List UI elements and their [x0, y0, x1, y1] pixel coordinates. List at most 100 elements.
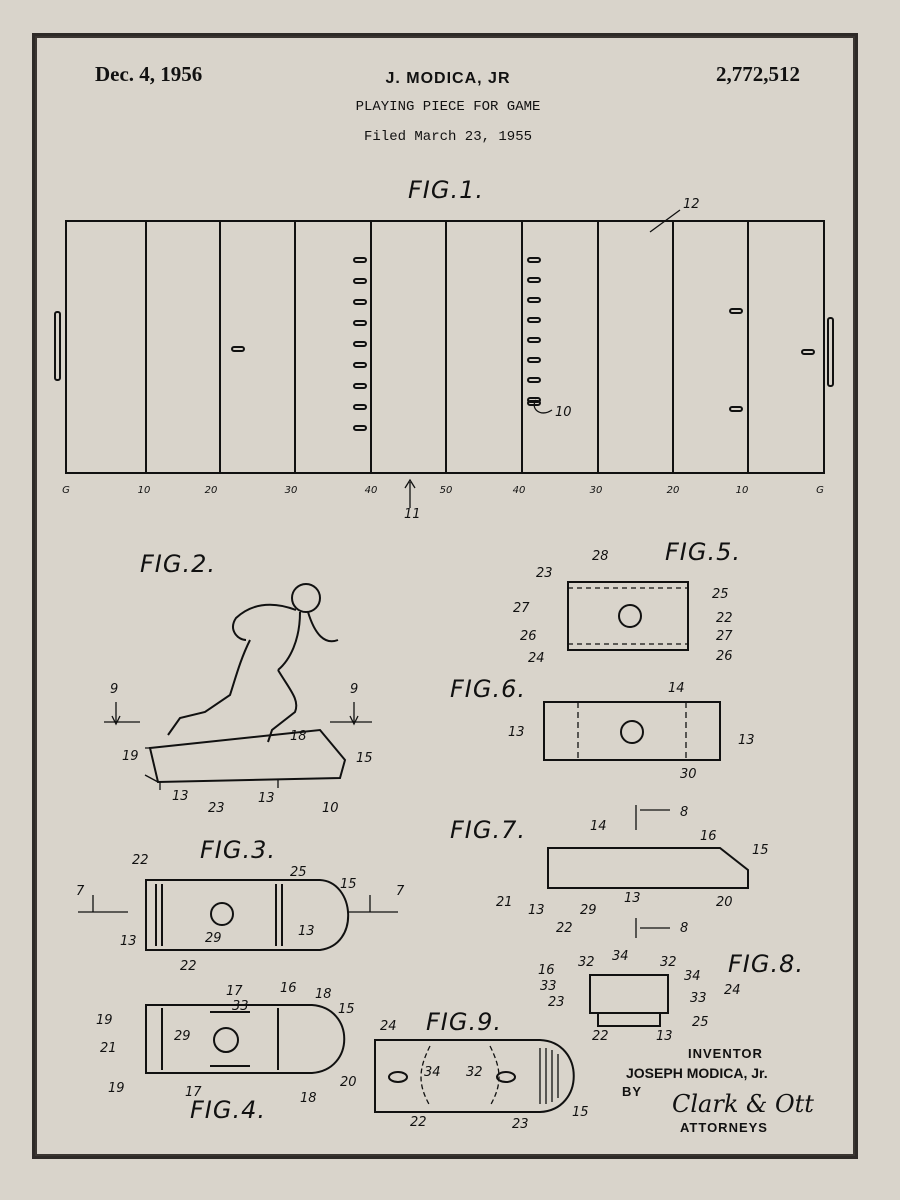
- svg-text:20: 20: [716, 895, 733, 910]
- svg-text:13: 13: [120, 934, 137, 949]
- svg-text:27: 27: [513, 601, 530, 616]
- svg-text:16: 16: [538, 963, 555, 978]
- player-marker: [527, 317, 541, 323]
- svg-text:21: 21: [100, 1041, 117, 1056]
- svg-text:13: 13: [738, 733, 755, 748]
- svg-text:15: 15: [752, 843, 769, 858]
- svg-text:33: 33: [540, 979, 557, 994]
- svg-text:23: 23: [208, 801, 225, 816]
- fig4-base-bottom-view: 19 21 19 29 17 33 16 18 15 17 20 18: [96, 981, 357, 1106]
- patent-date: Dec. 4, 1956: [95, 62, 203, 86]
- svg-text:25: 25: [290, 865, 307, 880]
- yard-label: G: [62, 485, 70, 496]
- player-marker: [353, 320, 367, 326]
- patent-number: 2,772,512: [716, 62, 800, 86]
- svg-text:19: 19: [96, 1013, 113, 1028]
- svg-text:29: 29: [174, 1029, 191, 1044]
- yard-label: 50: [440, 485, 453, 496]
- svg-text:22: 22: [716, 611, 733, 626]
- svg-text:27: 27: [716, 629, 733, 644]
- fig9-view: 24 34 32 22 23 15: [374, 1019, 589, 1132]
- player-marker: [353, 257, 367, 263]
- svg-text:33: 33: [690, 991, 707, 1006]
- fig3-base-top-view: 7 7 22 25 15 13 29 13 22: [76, 853, 405, 974]
- player-marker: [729, 308, 743, 314]
- yard-label: G: [816, 485, 824, 496]
- inventor-name: JOSEPH MODICA, Jr.: [626, 1065, 768, 1081]
- fig9-label: FIG.9.: [426, 1008, 502, 1036]
- svg-text:22: 22: [410, 1115, 427, 1130]
- right-goal-post: [827, 317, 834, 387]
- attorneys-label: ATTORNEYS: [680, 1120, 768, 1135]
- svg-text:17: 17: [185, 1085, 202, 1100]
- svg-text:32: 32: [578, 955, 595, 970]
- svg-text:14: 14: [590, 819, 607, 834]
- player-marker: [353, 278, 367, 284]
- svg-text:13: 13: [624, 891, 641, 906]
- player-marker: [527, 377, 541, 383]
- svg-text:29: 29: [580, 903, 597, 918]
- by-label: BY: [622, 1084, 642, 1099]
- yard-label: 10: [138, 485, 151, 496]
- svg-text:12: 12: [683, 197, 700, 212]
- svg-text:8: 8: [680, 805, 688, 820]
- yard-label: 20: [667, 485, 680, 496]
- svg-text:10: 10: [322, 801, 339, 816]
- svg-text:9: 9: [350, 682, 358, 697]
- player-marker: [527, 297, 541, 303]
- fig5-view: 23 28 27 26 24 25 22 27 26: [513, 549, 733, 666]
- player-marker: [527, 337, 541, 343]
- svg-text:15: 15: [356, 751, 373, 766]
- left-goal-post: [54, 311, 61, 381]
- svg-text:21: 21: [496, 895, 513, 910]
- player-markers: [231, 257, 815, 431]
- svg-text:17: 17: [226, 984, 243, 999]
- fig2-player-figure: 9 9 19 18 15 13 23 13 10: [104, 583, 373, 816]
- svg-text:19: 19: [122, 749, 139, 764]
- svg-text:26: 26: [520, 629, 537, 644]
- svg-text:30: 30: [680, 767, 697, 782]
- svg-text:15: 15: [338, 1002, 355, 1017]
- svg-text:22: 22: [556, 921, 573, 936]
- svg-text:26: 26: [716, 649, 733, 664]
- player-marker: [353, 362, 367, 368]
- svg-text:23: 23: [548, 995, 565, 1010]
- fig7-section-view: 8 8 14 16 15 21 13 29 13 20 22: [496, 805, 769, 938]
- yard-label: 40: [513, 485, 526, 496]
- svg-text:18: 18: [300, 1091, 317, 1106]
- svg-text:13: 13: [258, 791, 275, 806]
- fig2-label: FIG.2.: [140, 550, 216, 578]
- svg-text:28: 28: [592, 549, 609, 564]
- yard-lines: [145, 221, 749, 473]
- player-marker: [801, 349, 815, 355]
- patent-title: PLAYING PIECE FOR GAME: [355, 99, 541, 115]
- svg-text:34: 34: [424, 1065, 441, 1080]
- player-marker: [353, 341, 367, 347]
- svg-text:13: 13: [656, 1029, 673, 1044]
- fig5-label: FIG.5.: [665, 538, 741, 566]
- fig3-label: FIG.3.: [200, 836, 276, 864]
- player-marker: [527, 357, 541, 363]
- svg-text:23: 23: [536, 566, 553, 581]
- svg-text:33: 33: [232, 999, 249, 1014]
- svg-text:32: 32: [466, 1065, 483, 1080]
- fig8-label: FIG.8.: [728, 950, 804, 978]
- svg-text:34: 34: [612, 949, 629, 964]
- svg-text:25: 25: [712, 587, 729, 602]
- fig8-section-view: 16 32 34 32 34 33 33 24 23 25 22 13: [538, 949, 741, 1044]
- svg-text:18: 18: [315, 987, 332, 1002]
- player-marker: [527, 277, 541, 283]
- svg-text:10: 10: [555, 405, 572, 420]
- signature-block: INVENTOR JOSEPH MODICA, Jr. BY Clark & O…: [622, 1046, 814, 1135]
- player-marker: [353, 383, 367, 389]
- svg-text:9: 9: [110, 682, 118, 697]
- yard-label: 10: [736, 485, 749, 496]
- svg-text:16: 16: [280, 981, 297, 996]
- svg-text:14: 14: [668, 681, 685, 696]
- svg-text:15: 15: [340, 877, 357, 892]
- svg-text:25: 25: [692, 1015, 709, 1030]
- player-marker: [353, 425, 367, 431]
- svg-text:24: 24: [380, 1019, 397, 1034]
